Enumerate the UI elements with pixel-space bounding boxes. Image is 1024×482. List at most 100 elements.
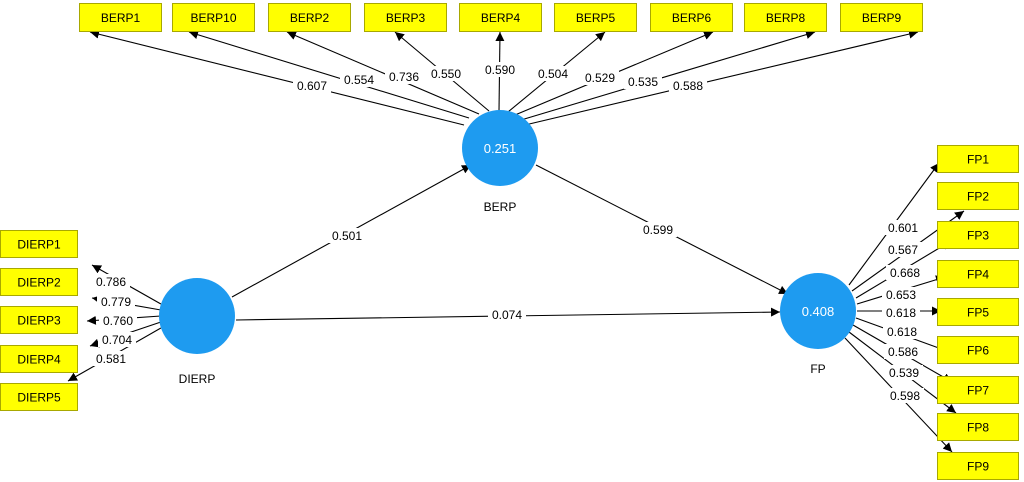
- svg-text:0.618: 0.618: [886, 306, 916, 320]
- indicator-berp5[interactable]: BERP5: [554, 3, 637, 32]
- indicator-berp10[interactable]: BERP10: [172, 3, 255, 32]
- svg-text:0.760: 0.760: [103, 314, 133, 328]
- svg-text:0.598: 0.598: [890, 389, 920, 403]
- loading-arrow-berp10: [188, 30, 470, 119]
- loading-dierp4: 0.704: [98, 332, 136, 347]
- indicator-berp4[interactable]: BERP4: [459, 3, 542, 32]
- svg-text:DIERP1: DIERP1: [17, 238, 61, 252]
- loading-arrow-berp9: [524, 29, 919, 126]
- indicator-fp9[interactable]: FP9: [937, 452, 1019, 480]
- svg-text:FP7: FP7: [967, 384, 989, 398]
- loading-dierp5: 0.581: [92, 351, 130, 366]
- indicator-dierp2[interactable]: DIERP2: [0, 268, 78, 296]
- loading-berp5: 0.504: [534, 66, 572, 81]
- r-squared-fp: 0.408: [802, 304, 835, 319]
- construct-label-fp: FP: [810, 362, 825, 376]
- svg-text:FP8: FP8: [967, 421, 989, 435]
- svg-text:0.550: 0.550: [431, 67, 461, 81]
- svg-text:0.588: 0.588: [673, 79, 703, 93]
- indicator-fp8[interactable]: FP8: [937, 413, 1019, 441]
- loading-berp4: 0.590: [481, 62, 519, 77]
- indicator-berp2[interactable]: BERP2: [268, 3, 351, 32]
- loading-fp9: 0.598: [886, 388, 924, 403]
- indicator-dierp5[interactable]: DIERP5: [0, 383, 78, 411]
- loading-dierp2: 0.779: [97, 294, 135, 309]
- svg-text:DIERP3: DIERP3: [17, 314, 61, 328]
- svg-text:0.607: 0.607: [297, 79, 327, 93]
- indicator-fp2[interactable]: FP2: [937, 182, 1019, 210]
- indicator-dierp4[interactable]: DIERP4: [0, 345, 78, 373]
- indicator-berp3[interactable]: BERP3: [364, 3, 447, 32]
- loading-berp1: 0.607: [293, 78, 331, 93]
- svg-text:BERP2: BERP2: [290, 11, 330, 25]
- path-coef-dierp-berp: 0.501: [328, 228, 366, 243]
- svg-text:0.668: 0.668: [890, 266, 920, 280]
- svg-text:FP6: FP6: [967, 344, 989, 358]
- svg-text:BERP9: BERP9: [862, 11, 902, 25]
- indicator-fp5[interactable]: FP5: [937, 298, 1019, 326]
- svg-text:FP5: FP5: [967, 306, 989, 320]
- svg-text:0.653: 0.653: [886, 288, 916, 302]
- loading-berp9: 0.588: [669, 78, 707, 93]
- svg-text:0.601: 0.601: [888, 221, 918, 235]
- loading-dierp1: 0.786: [92, 274, 130, 289]
- svg-text:FP4: FP4: [967, 268, 989, 282]
- loading-berp6: 0.529: [581, 70, 619, 85]
- indicator-fp3[interactable]: FP3: [937, 221, 1019, 249]
- svg-text:FP2: FP2: [967, 190, 989, 204]
- svg-text:DIERP2: DIERP2: [17, 276, 61, 290]
- indicator-berp6[interactable]: BERP6: [650, 3, 733, 32]
- construct-label-berp: BERP: [484, 200, 517, 214]
- construct-fp[interactable]: 0.408: [780, 273, 856, 349]
- svg-text:0.736: 0.736: [389, 70, 419, 84]
- r-squared-berp: 0.251: [484, 141, 517, 156]
- loading-arrow-berp8: [520, 30, 816, 121]
- svg-text:0.567: 0.567: [888, 243, 918, 257]
- construct-label-dierp: DIERP: [179, 372, 216, 386]
- svg-text:BERP1: BERP1: [101, 11, 141, 25]
- loading-fp7: 0.586: [884, 344, 922, 359]
- indicator-dierp3[interactable]: DIERP3: [0, 306, 78, 334]
- loading-dierp3: 0.760: [99, 313, 137, 328]
- svg-text:BERP5: BERP5: [576, 11, 616, 25]
- loading-berp3: 0.550: [427, 66, 465, 81]
- indicator-berp9[interactable]: BERP9: [840, 3, 923, 32]
- svg-text:0.779: 0.779: [101, 295, 131, 309]
- indicator-fp4[interactable]: FP4: [937, 260, 1019, 288]
- svg-text:0.535: 0.535: [628, 75, 658, 89]
- loading-fp5: 0.618: [882, 305, 920, 320]
- indicator-berp1[interactable]: BERP1: [79, 3, 162, 32]
- indicator-fp7[interactable]: FP7: [937, 376, 1019, 404]
- svg-text:0.586: 0.586: [888, 345, 918, 359]
- svg-text:0.590: 0.590: [485, 63, 515, 77]
- svg-text:0.618: 0.618: [887, 325, 917, 339]
- loading-fp6: 0.618: [883, 324, 921, 339]
- construct-berp[interactable]: 0.251: [462, 110, 538, 186]
- loading-arrow-berp2: [286, 31, 480, 115]
- svg-text:FP3: FP3: [967, 229, 989, 243]
- loading-berp2: 0.736: [385, 69, 423, 84]
- svg-text:0.554: 0.554: [344, 73, 374, 87]
- svg-text:0.074: 0.074: [492, 308, 522, 322]
- indicator-dierp1[interactable]: DIERP1: [0, 230, 78, 258]
- construct-dierp[interactable]: [159, 278, 235, 354]
- svg-text:0.539: 0.539: [889, 366, 919, 380]
- loading-fp2: 0.567: [884, 242, 922, 257]
- svg-text:BERP6: BERP6: [672, 11, 712, 25]
- svg-text:0.786: 0.786: [96, 275, 126, 289]
- svg-text:DIERP4: DIERP4: [17, 353, 61, 367]
- loading-arrow-berp1: [89, 29, 465, 126]
- loading-berp8: 0.535: [624, 74, 662, 89]
- loading-fp3: 0.668: [886, 265, 924, 280]
- svg-text:0.504: 0.504: [538, 67, 568, 81]
- svg-text:FP9: FP9: [967, 460, 989, 474]
- svg-text:BERP4: BERP4: [481, 11, 521, 25]
- indicator-fp6[interactable]: FP6: [937, 336, 1019, 364]
- indicator-berp8[interactable]: BERP8: [744, 3, 827, 32]
- indicator-fp1[interactable]: FP1: [937, 145, 1019, 173]
- svg-text:0.581: 0.581: [96, 352, 126, 366]
- svg-text:0.529: 0.529: [585, 71, 615, 85]
- loading-fp8: 0.539: [885, 365, 923, 380]
- loading-berp10: 0.554: [340, 72, 378, 87]
